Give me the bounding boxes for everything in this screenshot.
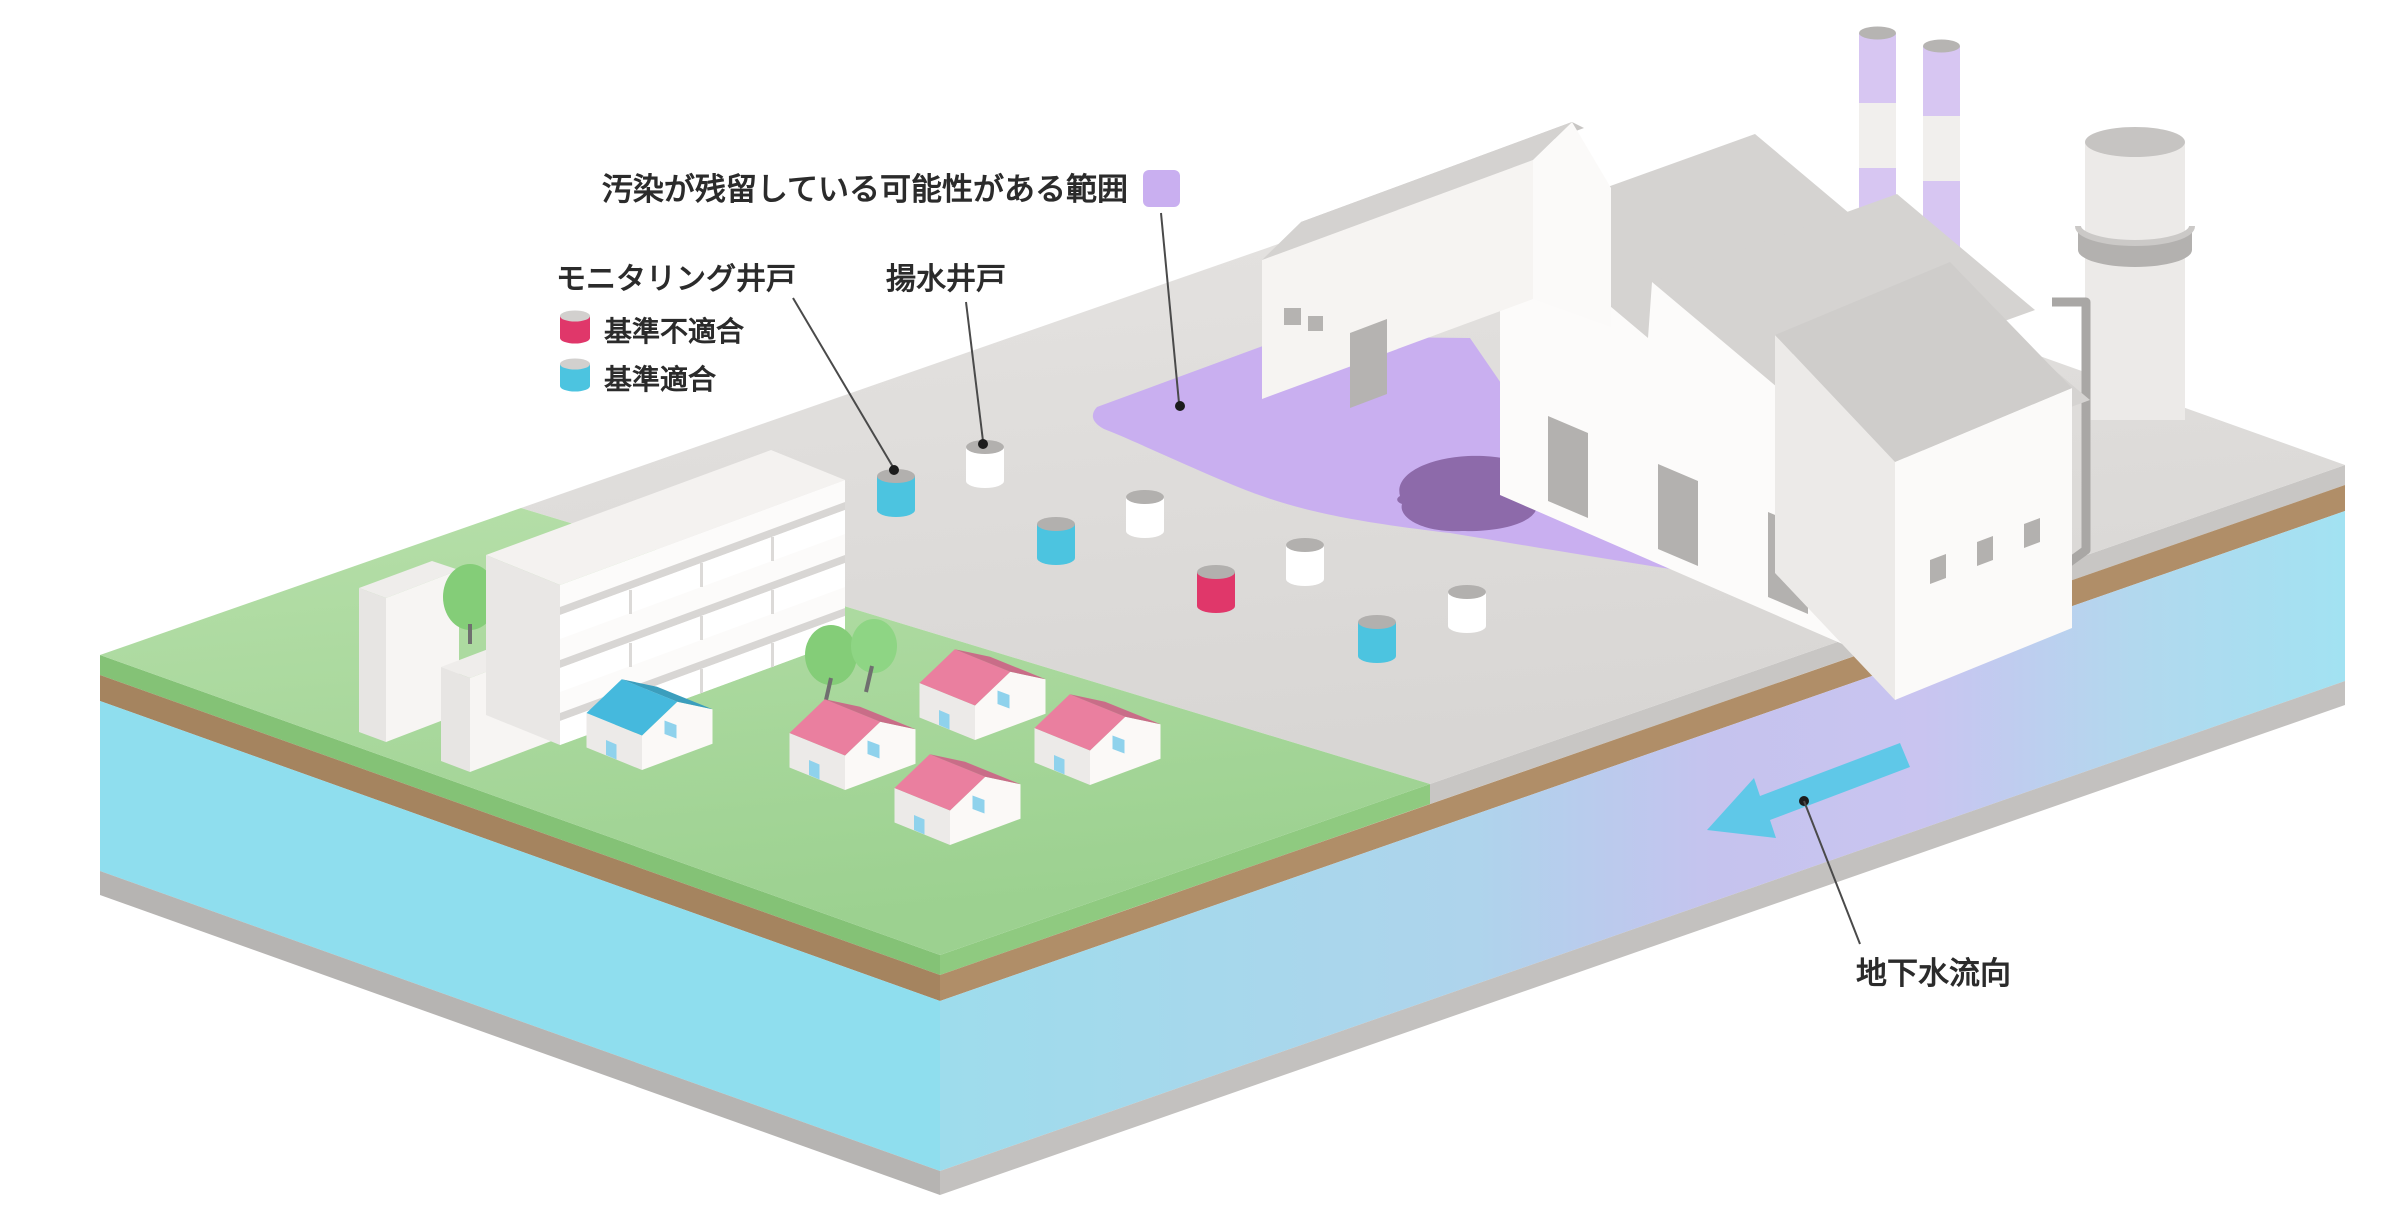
apartment-roof xyxy=(486,450,845,585)
groundwater-flow-arrow xyxy=(1707,743,1910,838)
soil-layer-left xyxy=(100,675,940,1001)
stack-top xyxy=(1923,39,1960,53)
balcony-shadow xyxy=(560,555,845,668)
groundwater-front xyxy=(940,511,2345,1171)
box-side xyxy=(359,588,386,742)
office-box-tall xyxy=(359,561,459,742)
factory-door-1 xyxy=(1548,416,1588,518)
annex-window-2 xyxy=(1977,536,1993,566)
noncompliant-label: 基準不適合 xyxy=(604,315,745,347)
monitoring-well-noncompliant xyxy=(1197,565,1235,613)
monitoring-well-compliant-3 xyxy=(1358,615,1396,663)
compliant-swatch xyxy=(560,358,590,392)
factory-door-2 xyxy=(1658,464,1698,566)
stack-stripe xyxy=(1859,33,1896,103)
storage-tank xyxy=(2075,127,2195,420)
grass-layer-left xyxy=(100,655,940,975)
box-roof xyxy=(359,561,459,598)
monitoring-well-compliant-2 xyxy=(1037,517,1075,565)
apartment-end-wall xyxy=(486,555,560,745)
tree-3 xyxy=(851,619,897,673)
compliant-cylinder xyxy=(560,364,590,392)
annex-roof xyxy=(1775,262,2072,462)
contamination-leader-dot xyxy=(1175,401,1185,411)
groundwater-left xyxy=(100,701,940,1171)
monitoring-well-legend-title: モニタリング井戸 xyxy=(556,263,796,296)
warehouse-side-wall xyxy=(1262,160,1533,399)
sawtooth-roof-2 xyxy=(1652,194,2035,398)
pumping-leader-dot xyxy=(978,439,988,449)
pumping-well-2 xyxy=(1126,490,1164,538)
factory xyxy=(1262,26,2195,700)
warehouse-gable-wall xyxy=(1533,122,1611,327)
tank-ring-highlight xyxy=(2075,225,2195,246)
tank-body xyxy=(2085,142,2185,420)
annotations: 汚染が残留している可能性がある範囲 モニタリング井戸 基準不適合 基準適合 揚水… xyxy=(556,170,2011,991)
tree-2-trunk xyxy=(824,677,833,701)
stack-top xyxy=(1859,26,1896,40)
noncompliant-cylinder-cap xyxy=(560,310,590,322)
compliant-label: 基準適合 xyxy=(604,363,717,395)
warehouse-roof xyxy=(1262,122,1572,260)
stack-stripe xyxy=(1859,103,1896,168)
pumping-well-4 xyxy=(1448,585,1486,633)
factory-warehouse xyxy=(1262,122,1611,408)
contamination-area-label: 汚染が残留している可能性がある範囲 xyxy=(602,172,1128,207)
tank-top xyxy=(2085,127,2185,157)
tree-1-trunk xyxy=(468,624,472,644)
base-layer-front xyxy=(940,681,2345,1195)
monitoring-well-compliant-1 xyxy=(877,469,915,517)
pumping-leader-line xyxy=(965,301,984,442)
balcony-shadow xyxy=(560,502,845,615)
monitoring-leader-dot xyxy=(889,465,899,475)
noncompliant-swatch xyxy=(560,310,590,344)
flow-leader-line xyxy=(1803,800,1861,945)
annex-window-3 xyxy=(2024,518,2040,548)
grass-layer-front xyxy=(940,784,1430,975)
box-front xyxy=(386,570,459,742)
stack-stripe xyxy=(1923,46,1960,116)
tree-3-trunk xyxy=(864,665,874,693)
warehouse-window-2 xyxy=(1308,316,1323,331)
annex-left-wall xyxy=(1775,335,1895,700)
factory-annex xyxy=(1775,262,2072,700)
box-side xyxy=(441,667,470,772)
pumping-well-3 xyxy=(1286,538,1324,586)
base-layer-left xyxy=(100,871,940,1195)
tree-2 xyxy=(805,625,857,685)
compliant-cylinder-cap xyxy=(560,358,590,370)
contamination-leader-line xyxy=(1160,212,1180,404)
warehouse-door xyxy=(1350,319,1387,408)
stack-stripe xyxy=(1923,116,1960,181)
annex-window-1 xyxy=(1930,554,1946,584)
tank-ring xyxy=(2078,226,2192,267)
apartment-building xyxy=(486,450,845,745)
residential-area xyxy=(359,450,1161,845)
pumping-well-label: 揚水井戸 xyxy=(886,263,1006,296)
tree-1 xyxy=(443,564,497,630)
warehouse-window-1 xyxy=(1284,308,1301,325)
groundwater-flow-label: 地下水流向 xyxy=(1856,956,2011,991)
noncompliant-cylinder xyxy=(560,316,590,344)
monitoring-leader-line xyxy=(792,297,894,468)
contamination-legend-swatch xyxy=(1143,170,1180,207)
tank-pipe xyxy=(2052,297,2091,570)
